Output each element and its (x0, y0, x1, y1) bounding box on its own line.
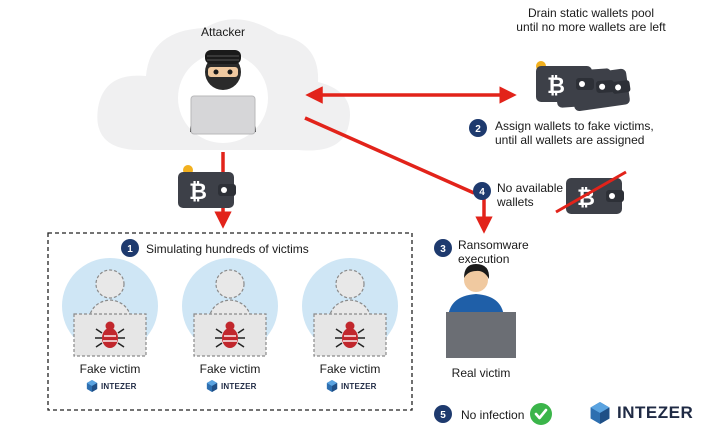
step-badge-2: 2 (469, 119, 487, 137)
fake-victim-2-brand: INTEZER (206, 380, 257, 392)
simulation-box (47, 232, 413, 411)
intezer-logo-text: INTEZER (617, 403, 694, 422)
step-1-caption: Simulating hundreds of victims (146, 242, 309, 256)
fake-victim-3-label: Fake victim (319, 362, 381, 376)
step-badges: 1 2 3 4 5 (121, 119, 491, 423)
intezer-cube-icon (326, 380, 338, 392)
real-victim-figure (446, 264, 516, 358)
svg-text:5: 5 (440, 410, 446, 421)
no-wallet-icon (555, 170, 627, 214)
bitcoin-wallet-icon (178, 165, 236, 208)
step-3-line-2: execution (458, 252, 510, 266)
fake-victim-1-brand-text: INTEZER (101, 381, 137, 391)
intezer-cube-icon (590, 402, 610, 424)
fake-victim-1-brand: INTEZER (86, 380, 137, 392)
attacker-figure (178, 50, 268, 143)
fake-victim-1-label: Fake victim (79, 362, 141, 376)
svg-text:1: 1 (127, 244, 133, 255)
step-4-line-1: No available (497, 181, 564, 195)
arrows (214, 86, 517, 234)
step-badge-4: 4 (473, 182, 491, 200)
wallet-pool-line-2: until no more wallets are left (516, 20, 666, 34)
step-badge-5: 5 (434, 405, 452, 423)
step-2-line-2: until all wallets are assigned (495, 133, 645, 147)
wallet-pool-icon (536, 61, 633, 112)
step-badge-1: 1 (121, 239, 139, 257)
fake-victim-3-brand-text: INTEZER (341, 381, 377, 391)
wallet-pool-line-1: Drain static wallets pool (527, 6, 655, 20)
step-badge-3: 3 (434, 239, 452, 257)
step-2-caption: Assign wallets to fake victims, until al… (495, 119, 654, 147)
intezer-cube-icon (206, 380, 218, 392)
intezer-logo: INTEZER (589, 402, 693, 424)
step-2-line-1: Assign wallets to fake victims, (495, 119, 654, 133)
step-4-caption: No available wallets (497, 181, 563, 209)
fake-victim-2 (182, 258, 278, 357)
attacker-label: Attacker (201, 25, 246, 39)
svg-text:4: 4 (479, 187, 485, 198)
step-3-line-1: Ransomware (458, 238, 529, 252)
step-4-line-2: wallets (497, 195, 534, 209)
intezer-cube-icon (86, 380, 98, 392)
attacker-diagonal-line (304, 116, 475, 195)
fake-victim-1 (62, 258, 158, 357)
svg-text:2: 2 (475, 124, 481, 135)
real-victim-label: Real victim (451, 366, 511, 380)
step-5-caption: No infection (461, 408, 525, 422)
fake-victim-2-label: Fake victim (199, 362, 261, 376)
fake-victim-3-brand: INTEZER (326, 380, 377, 392)
svg-text:3: 3 (440, 244, 446, 255)
fake-victim-2-brand-text: INTEZER (221, 381, 257, 391)
check-icon (530, 403, 552, 425)
fake-victim-3 (302, 258, 398, 357)
wallet-pool-caption: Drain static wallets pool until no more … (486, 6, 696, 34)
step-3-caption: Ransomware execution (458, 238, 529, 266)
